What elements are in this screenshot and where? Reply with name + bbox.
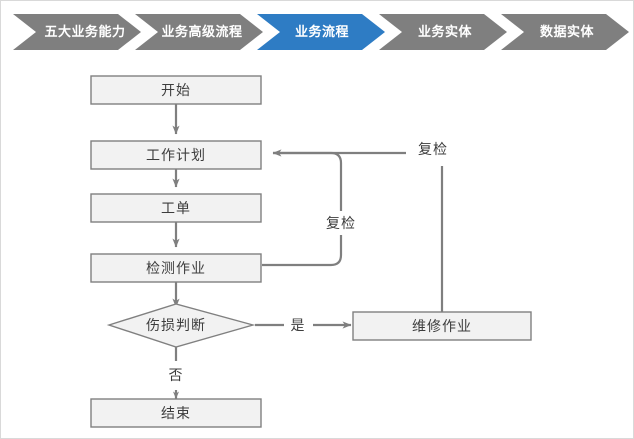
breadcrumb-arrow-4[interactable]	[379, 14, 507, 50]
node-inspection[interactable]	[90, 253, 262, 283]
breadcrumb-arrow-1[interactable]	[13, 14, 141, 50]
breadcrumb-arrow-5[interactable]	[501, 14, 629, 50]
breadcrumb: 五大业务能力 业务高级流程 业务流程 业务实体 数据实体	[1, 1, 633, 59]
node-repair[interactable]	[352, 311, 532, 341]
node-end[interactable]	[90, 398, 262, 428]
flowchart: 开始 工作计划 工单 检测作业 伤损判断 维修作业 结束 复检 复检 是 否	[1, 59, 633, 438]
breadcrumb-arrow-2[interactable]	[135, 14, 263, 50]
node-work-plan[interactable]	[90, 140, 262, 170]
node-decision[interactable]	[106, 303, 256, 348]
edge-recheck-inspection-lower	[262, 235, 343, 267]
edge-recheck-inspection-upper	[272, 149, 343, 211]
node-work-order[interactable]	[90, 193, 262, 223]
breadcrumb-arrow-3[interactable]	[257, 14, 385, 50]
node-start[interactable]	[90, 75, 262, 105]
